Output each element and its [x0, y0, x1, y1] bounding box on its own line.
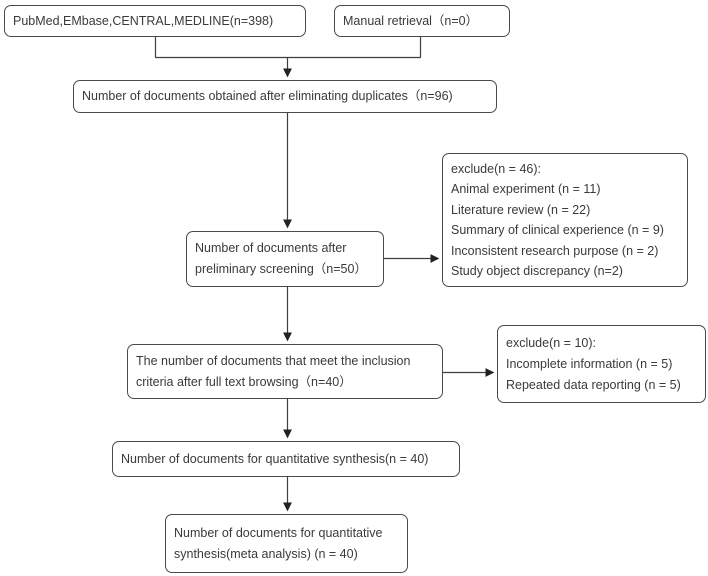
box-exclusions-screening: exclude(n = 46): Animal experiment (n = … [442, 153, 688, 287]
box-meta-analysis: Number of documents for quantitative syn… [165, 514, 408, 573]
box-preliminary-screening-line1: Number of documents after [195, 241, 347, 255]
box-manual-retrieval: Manual retrieval（n=0） [334, 5, 510, 37]
exclude1-reason-clinical-experience: Summary of clinical experience (n = 9) [451, 223, 664, 237]
box-database-search-label: PubMed,EMbase,CENTRAL,MEDLINE(n=398) [13, 13, 274, 28]
box-quantitative-synthesis: Number of documents for quantitative syn… [112, 441, 460, 477]
box-full-text-inclusion-line1: The number of documents that meet the in… [136, 353, 411, 368]
exclude1-reason-object-discrepancy: Study object discrepancy (n=2) [451, 264, 623, 278]
exclude1-reason-literature-review: Literature review (n = 22) [451, 202, 591, 217]
exclude2-header: exclude(n = 10): [506, 335, 596, 350]
exclude2-reason-incomplete-information: Incomplete information (n = 5) [506, 356, 673, 371]
box-full-text-inclusion: The number of documents that meet the in… [127, 344, 443, 399]
box-full-text-inclusion-line2: criteria after full text browsing（n=40） [136, 374, 352, 389]
box-exclusions-full-text: exclude(n = 10): Incomplete information … [497, 325, 706, 403]
box-manual-retrieval-label: Manual retrieval（n=0） [343, 13, 479, 28]
exclude1-header: exclude(n = 46): [451, 161, 541, 176]
box-preliminary-screening: Number of documents after preliminary sc… [186, 231, 384, 287]
box-after-deduplication: Number of documents obtained after elimi… [73, 80, 497, 113]
exclude1-reason-animal-experiment: Animal experiment (n = 11) [451, 182, 601, 196]
exclude2-reason-repeated-data: Repeated data reporting (n = 5) [506, 377, 681, 392]
box-quantitative-synthesis-label: Number of documents for quantitative syn… [121, 451, 429, 466]
exclude1-reason-inconsistent-purpose: Inconsistent research purpose (n = 2) [451, 243, 659, 258]
box-preliminary-screening-line2: preliminary screening（n=50） [195, 262, 367, 276]
box-meta-analysis-line1: Number of documents for quantitative [174, 525, 383, 540]
box-meta-analysis-line2: synthesis(meta analysis) (n = 40) [174, 546, 358, 561]
box-after-deduplication-label: Number of documents obtained after elimi… [82, 89, 453, 103]
box-database-search: PubMed,EMbase,CENTRAL,MEDLINE(n=398) [4, 5, 306, 37]
